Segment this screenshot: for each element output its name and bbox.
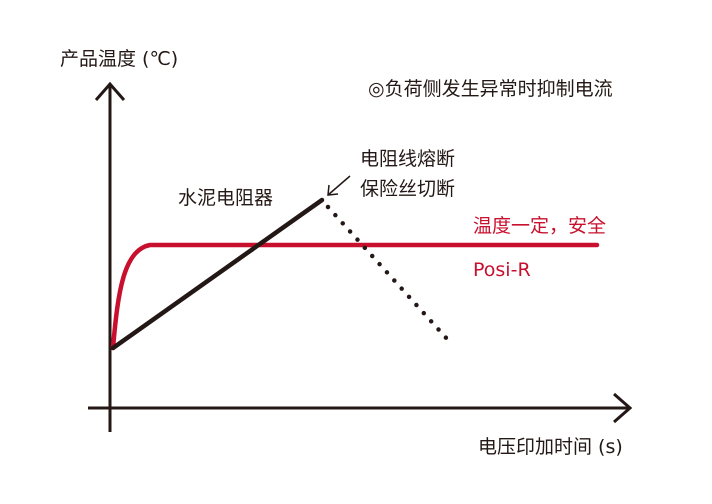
cement-resistor-line (110, 197, 325, 351)
failure-label-line1: 电阻线熔断 (360, 148, 456, 170)
cement-resistor-label: 水泥电阻器 (178, 187, 274, 209)
failure-label-line2: 保险丝切断 (360, 178, 456, 200)
failure-dotted-line (325, 204, 451, 343)
note-text: ◎负荷侧发生异常时抑制电流 (368, 78, 613, 100)
x-axis (88, 392, 633, 424)
failure-pointer-arrow (327, 175, 351, 196)
x-axis-label: 电压印加时间 (s) (478, 436, 623, 458)
y-axis-label: 产品温度 (℃) (60, 48, 179, 70)
y-axis (94, 81, 126, 432)
posi-r-curve (110, 242, 600, 351)
posi-r-caption: 温度一定，安全 (473, 215, 607, 237)
posi-r-label: Posi-R (473, 259, 531, 281)
